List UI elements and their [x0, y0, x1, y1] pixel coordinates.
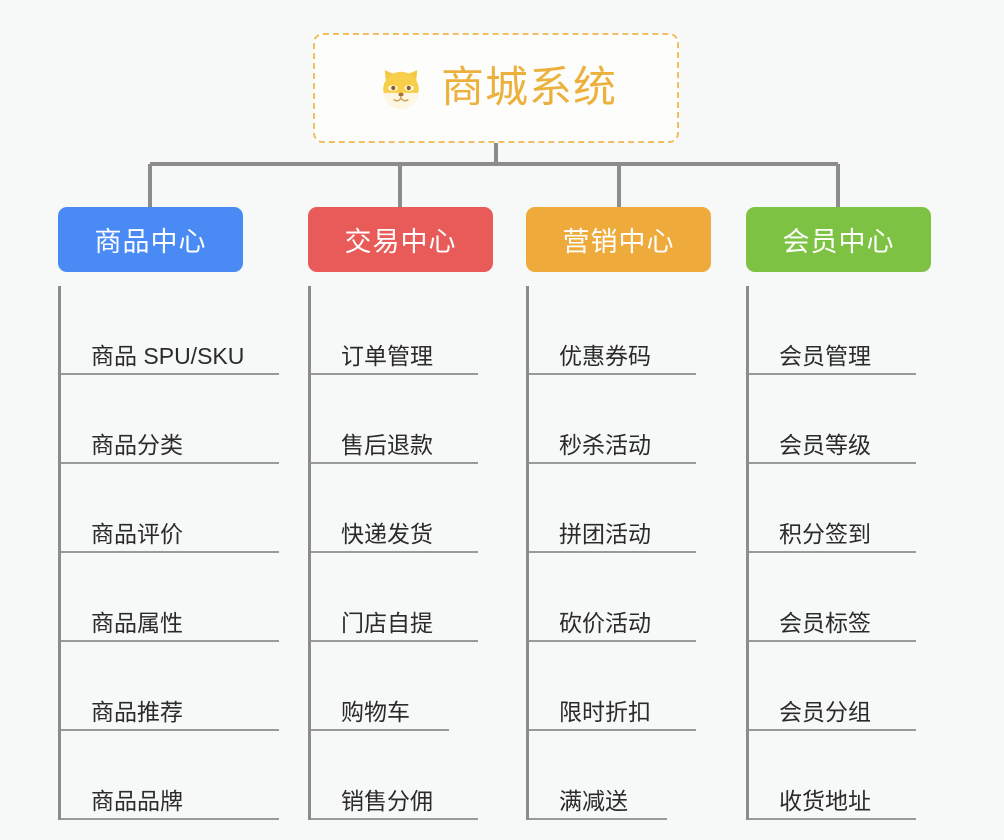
leaf-label: 订单管理 [341, 342, 433, 369]
leaf-underline [749, 373, 916, 375]
leaf-underline [61, 373, 279, 375]
leaf-item[interactable]: 秒杀活动 [529, 375, 711, 464]
leaf-label: 会员标签 [779, 609, 871, 636]
leaf-label: 售后退款 [341, 431, 433, 458]
branch-header-3[interactable]: 营销中心 [526, 207, 711, 272]
leaf-item[interactable]: 商品推荐 [61, 642, 279, 731]
leaf-item[interactable]: 砍价活动 [529, 553, 711, 642]
leaf-item[interactable]: 会员标签 [749, 553, 931, 642]
leaf-item[interactable]: 销售分佣 [311, 731, 493, 820]
leaf-item[interactable]: 积分签到 [749, 464, 931, 553]
leaf-underline [311, 640, 478, 642]
branch-header-1[interactable]: 商品中心 [58, 207, 243, 272]
leaf-label: 限时折扣 [559, 698, 651, 725]
leaf-label: 商品属性 [91, 609, 183, 636]
leaf-underline [749, 462, 916, 464]
leaf-item[interactable]: 门店自提 [311, 553, 493, 642]
leaf-label: 商品品牌 [91, 787, 183, 814]
leaf-underline [529, 640, 696, 642]
leaf-underline [311, 818, 478, 820]
branch-column-4: 会员中心 会员管理 会员等级 积分签到 会员标签 会员分组 [746, 207, 931, 820]
leaf-label: 会员等级 [779, 431, 871, 458]
leaf-label: 销售分佣 [341, 787, 433, 814]
root-title: 商城系统 [441, 63, 617, 112]
leaf-label: 会员分组 [779, 698, 871, 725]
leaf-label: 门店自提 [341, 609, 433, 636]
leaf-label: 商品分类 [91, 431, 183, 458]
leaf-item[interactable]: 限时折扣 [529, 642, 711, 731]
leaf-label: 满减送 [559, 787, 628, 814]
leaf-label: 收货地址 [779, 787, 871, 814]
branch-column-2: 交易中心 订单管理 售后退款 快递发货 门店自提 购物车 [308, 207, 493, 820]
leaf-underline [529, 818, 667, 820]
leaf-underline [529, 462, 696, 464]
leaf-underline [749, 818, 916, 820]
leaf-item[interactable]: 快递发货 [311, 464, 493, 553]
leaf-item[interactable]: 收货地址 [749, 731, 931, 820]
branch-items-3: 优惠券码 秒杀活动 拼团活动 砍价活动 限时折扣 满减送 [526, 286, 711, 820]
leaf-underline [749, 551, 916, 553]
leaf-underline [61, 818, 279, 820]
leaf-item[interactable]: 订单管理 [311, 286, 493, 375]
leaf-item[interactable]: 商品 SPU/SKU [61, 286, 279, 375]
leaf-item[interactable]: 购物车 [311, 642, 493, 731]
leaf-underline [529, 373, 696, 375]
leaf-item[interactable]: 商品分类 [61, 375, 279, 464]
leaf-label: 商品 SPU/SKU [91, 342, 245, 369]
leaf-item[interactable]: 会员分组 [749, 642, 931, 731]
leaf-label: 快递发货 [341, 520, 433, 547]
leaf-item[interactable]: 拼团活动 [529, 464, 711, 553]
leaf-label: 会员管理 [779, 342, 871, 369]
branch-items-2: 订单管理 售后退款 快递发货 门店自提 购物车 销售分佣 [308, 286, 493, 820]
shiba-dog-face-icon [375, 62, 427, 114]
leaf-label: 秒杀活动 [559, 431, 651, 458]
leaf-item[interactable]: 售后退款 [311, 375, 493, 464]
leaf-underline [311, 551, 478, 553]
branch-column-3: 营销中心 优惠券码 秒杀活动 拼团活动 砍价活动 限时折扣 [526, 207, 711, 820]
leaf-underline [529, 551, 696, 553]
leaf-underline [61, 640, 279, 642]
leaf-underline [311, 462, 478, 464]
leaf-item[interactable]: 满减送 [529, 731, 711, 820]
leaf-underline [61, 729, 279, 731]
leaf-item[interactable]: 优惠券码 [529, 286, 711, 375]
leaf-item[interactable]: 会员管理 [749, 286, 931, 375]
leaf-label: 拼团活动 [559, 520, 651, 547]
leaf-item[interactable]: 商品属性 [61, 553, 279, 642]
leaf-label: 购物车 [341, 698, 410, 725]
leaf-underline [749, 640, 916, 642]
leaf-label: 砍价活动 [559, 609, 651, 636]
leaf-underline [749, 729, 916, 731]
leaf-underline [61, 551, 279, 553]
leaf-item[interactable]: 商品品牌 [61, 731, 279, 820]
branch-column-1: 商品中心 商品 SPU/SKU 商品分类 商品评价 商品属性 商品推荐 [58, 207, 279, 820]
leaf-item[interactable]: 会员等级 [749, 375, 931, 464]
leaf-underline [311, 373, 478, 375]
leaf-label: 优惠券码 [559, 342, 651, 369]
leaf-label: 积分签到 [779, 520, 871, 547]
branch-header-2[interactable]: 交易中心 [308, 207, 493, 272]
leaf-underline [311, 729, 449, 731]
branch-items-4: 会员管理 会员等级 积分签到 会员标签 会员分组 收货地址 [746, 286, 931, 820]
leaf-label: 商品评价 [91, 520, 183, 547]
root-node[interactable]: 商城系统 [313, 33, 679, 143]
branch-header-4[interactable]: 会员中心 [746, 207, 931, 272]
leaf-label: 商品推荐 [91, 698, 183, 725]
leaf-underline [529, 729, 696, 731]
branch-items-1: 商品 SPU/SKU 商品分类 商品评价 商品属性 商品推荐 商品品牌 [58, 286, 279, 820]
leaf-item[interactable]: 商品评价 [61, 464, 279, 553]
leaf-underline [61, 462, 279, 464]
